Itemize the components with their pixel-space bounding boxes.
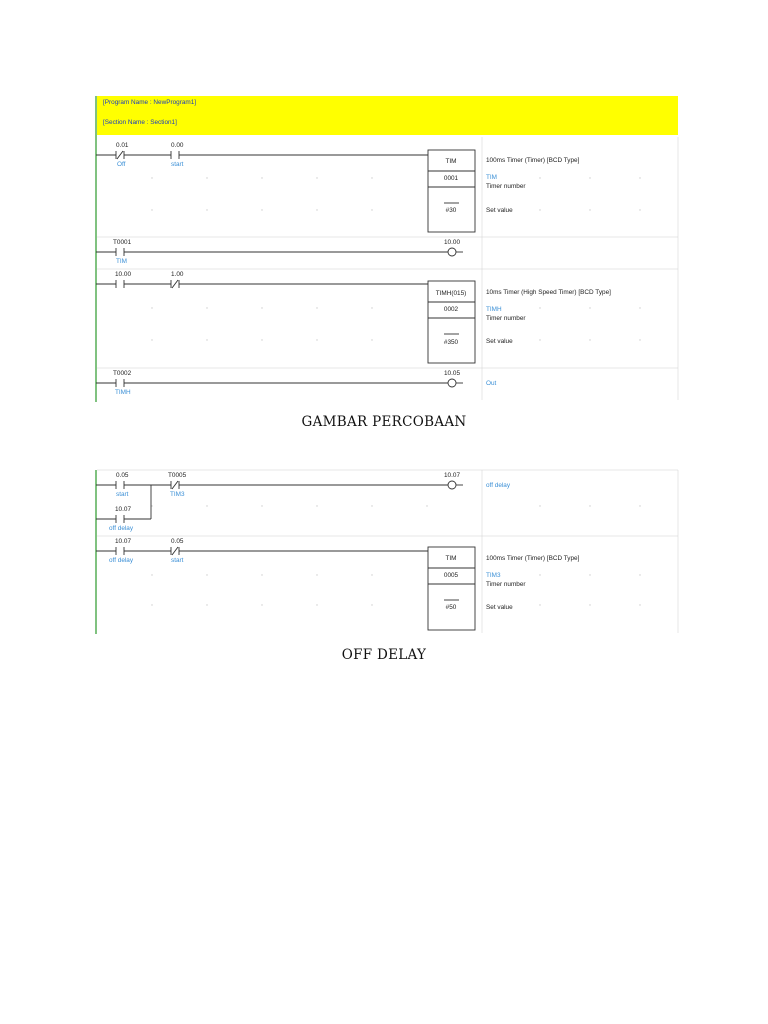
no-contact-10-00	[115, 280, 125, 288]
contact-address: 1.00	[171, 271, 184, 278]
block-set-value: #350	[444, 339, 459, 346]
contact-comment: start	[171, 557, 184, 564]
tim-block-0005: TIM 0005 #50	[427, 546, 476, 631]
block-set-value: #30	[446, 207, 457, 214]
block-instruction: TIMH(015)	[436, 290, 467, 297]
section-name-label: [Section Name : Section1]	[103, 119, 177, 126]
no-contact-10-07	[115, 547, 125, 555]
timer-number-label: Timer number	[486, 315, 526, 322]
ladder-diagram-2: 0.05 start T0005 TIM3 10.07 off delay	[95, 469, 679, 663]
rung-4: T0002 TIMH 10.05 Out	[96, 370, 497, 396]
block-instruction: TIM	[445, 555, 456, 562]
contact-comment: off delay	[109, 557, 134, 564]
contact-address: 0.01	[116, 142, 129, 149]
set-value-label: Set value	[486, 338, 513, 345]
contact-comment: start	[171, 161, 184, 168]
operand-comment: TIM	[486, 174, 497, 181]
block-instruction: TIM	[445, 158, 456, 165]
operand-comment: TIM3	[486, 572, 501, 579]
no-contact-0-00	[170, 151, 180, 159]
operand-comment: TIMH	[486, 306, 502, 313]
contact-comment: TIM	[116, 258, 127, 265]
diagram-caption: GAMBAR PERCOBAAN	[301, 414, 466, 430]
grid-dots	[151, 177, 641, 341]
rung-2: 10.07 off delay 0.05 start TIM 0005 #50 …	[96, 538, 580, 631]
contact-address: T0001	[113, 239, 132, 246]
contact-comment: start	[116, 491, 129, 498]
contact-comment: TIM3	[170, 491, 185, 498]
contact-comment: Off	[117, 161, 126, 168]
no-contact-t0001	[115, 248, 125, 256]
timer-number-label: Timer number	[486, 183, 526, 190]
instruction-description: 100ms Timer (Timer) [BCD Type]	[486, 157, 580, 164]
block-timer-number: 0001	[444, 175, 459, 182]
instruction-description: 10ms Timer (High Speed Timer) [BCD Type]	[486, 289, 611, 296]
rung-1: 0.05 start T0005 TIM3 10.07 off delay	[96, 472, 511, 532]
nc-contact-1-00	[170, 279, 180, 289]
grid-dots	[151, 505, 641, 606]
tim-block-0001: TIM 0001 #30	[427, 149, 476, 233]
section-header-band	[97, 96, 678, 135]
coil-address: 10.07	[444, 472, 460, 479]
contact-address: 0.00	[171, 142, 184, 149]
timh-block-0002: TIMH(015) 0002 #350	[427, 280, 476, 364]
set-value-label: Set value	[486, 207, 513, 214]
set-value-label: Set value	[486, 604, 513, 611]
contact-address: 10.00	[115, 271, 131, 278]
coil-address: 10.05	[444, 370, 460, 377]
contact-comment: off delay	[109, 525, 134, 532]
coil-address: 10.00	[444, 239, 460, 246]
block-timer-number: 0005	[444, 572, 459, 579]
contact-comment: TIMH	[115, 389, 131, 396]
nc-contact-0-05	[170, 546, 180, 556]
program-name-label: [Program Name : NewProgram1]	[103, 99, 196, 106]
no-contact-0-05	[115, 481, 125, 489]
diagram-caption: OFF DELAY	[342, 647, 427, 663]
no-contact-t0002	[115, 379, 125, 387]
coil-comment: Out	[486, 380, 497, 387]
contact-address: 0.05	[116, 472, 129, 479]
output-coil-10-07	[447, 480, 457, 490]
rung-1: 0.01 Off 0.00 start TIM 0001 #30 100ms T…	[96, 142, 580, 233]
contact-address: T0005	[168, 472, 187, 479]
ladder-diagram-1: [Program Name : NewProgram1] [Section Na…	[95, 96, 679, 430]
coil-comment: off delay	[486, 482, 511, 489]
output-coil-10-05	[447, 378, 457, 388]
parallel-branch	[96, 485, 152, 523]
contact-address: 0.05	[171, 538, 184, 545]
block-timer-number: 0002	[444, 306, 459, 313]
contact-address: 10.07	[115, 506, 131, 513]
rung-2: T0001 TIM 10.00	[96, 239, 463, 265]
rung-3: 10.00 1.00 TIMH(015) 0002 #350 10ms Time…	[96, 271, 611, 364]
contact-address: 10.07	[115, 538, 131, 545]
nc-contact-t0005	[170, 480, 180, 490]
contact-address: T0002	[113, 370, 132, 377]
timer-number-label: Timer number	[486, 581, 526, 588]
instruction-description: 100ms Timer (Timer) [BCD Type]	[486, 555, 580, 562]
nc-contact-0-01	[115, 150, 125, 160]
output-coil-10-00	[447, 247, 457, 257]
block-set-value: #50	[446, 604, 457, 611]
